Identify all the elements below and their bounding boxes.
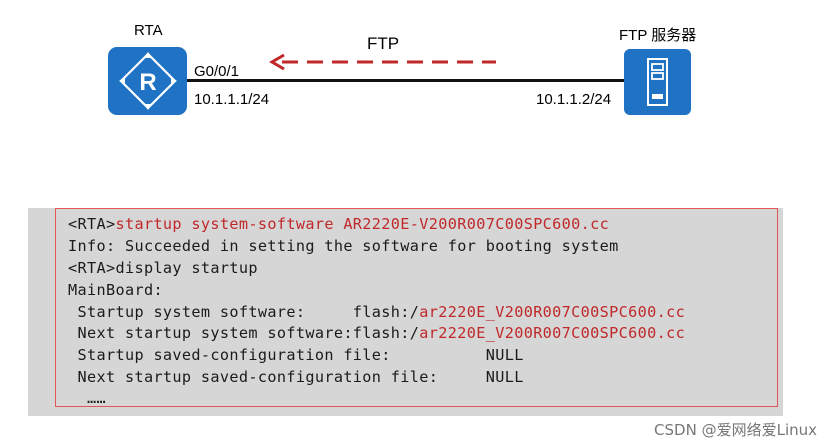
- server-ip: 10.1.1.2/24: [536, 91, 612, 108]
- console-line: <RTA>display startup: [68, 259, 258, 277]
- network-link: [187, 79, 624, 82]
- console-line: Next startup saved-configuration file: N…: [68, 368, 524, 386]
- console-backdrop-left: [28, 208, 56, 416]
- router-name: RTA: [134, 22, 163, 39]
- ftp-direction-arrow: [269, 53, 496, 71]
- console-line: ……: [68, 389, 106, 407]
- router-device: R: [108, 47, 187, 115]
- router-ip: 10.1.1.1/24: [194, 91, 270, 108]
- router-interface: G0/0/1: [194, 63, 240, 80]
- protocol-label: FTP: [367, 34, 400, 53]
- router-icon: R: [119, 52, 177, 110]
- console-line: Startup system software: flash:/ar2220E_…: [68, 303, 686, 321]
- console-backdrop-right: [776, 208, 783, 416]
- console-backdrop-bottom: [28, 404, 783, 416]
- watermark: CSDN @爱网络爱Linux: [654, 421, 817, 439]
- console-line: Startup saved-configuration file: NULL: [68, 346, 524, 364]
- server-name: FTP 服务器: [619, 27, 697, 44]
- server-icon: [647, 58, 668, 106]
- console-output: [55, 208, 778, 407]
- console-line: <RTA>startup system-software AR2220E-V20…: [68, 215, 610, 233]
- console-line: Info: Succeeded in setting the software …: [68, 237, 619, 255]
- console-line: Next startup system software:flash:/ar22…: [68, 324, 686, 342]
- ftp-server-device: [624, 49, 691, 115]
- svg-text:R: R: [139, 69, 156, 96]
- console-line: MainBoard:: [68, 281, 163, 299]
